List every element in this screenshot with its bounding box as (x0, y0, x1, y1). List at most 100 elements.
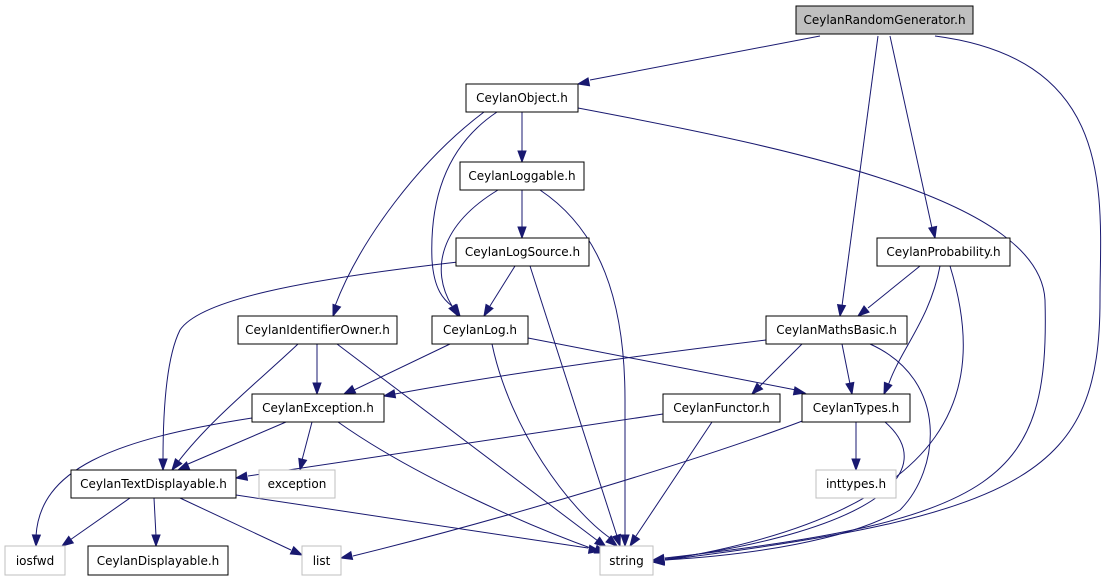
node-label: CeylanTextDisplayable.h (80, 477, 227, 491)
node-std-exception: exception (258, 469, 336, 499)
node-ceylan-log[interactable]: CeylanLog.h (431, 315, 529, 345)
node-label: CeylanTypes.h (813, 401, 899, 415)
edge-object-to-identifier-owner (332, 111, 485, 318)
node-label: CeylanFunctor.h (673, 401, 770, 415)
node-label: CeylanLoggable.h (468, 169, 575, 183)
edge-log-source-to-text-displayable (158, 261, 459, 472)
edge-line (153, 497, 157, 537)
node-ceylan-functor[interactable]: CeylanFunctor.h (662, 393, 781, 423)
node-label: CeylanObject.h (476, 91, 568, 105)
node-ceylan-log-source[interactable]: CeylanLogSource.h (455, 237, 590, 267)
edge-line (353, 343, 451, 391)
node-ceylan-displayable[interactable]: CeylanDisplayable.h (87, 545, 229, 576)
edge-line (334, 111, 485, 307)
edge-arrowhead (883, 381, 893, 396)
edge-functor-to-string (629, 421, 713, 548)
edge-exception-to-text-displayable (176, 421, 287, 471)
edge-arrowhead (792, 386, 807, 396)
edge-types-to-inttypes (851, 422, 861, 472)
dependency-edges (31, 35, 1102, 566)
edge-probability-to-types (883, 265, 941, 396)
edge-line (69, 497, 131, 541)
edge-line (431, 111, 498, 307)
edge-line (589, 35, 821, 81)
edge-loggable-to-string (539, 189, 630, 548)
edge-arrowhead (382, 389, 397, 399)
edge-probability-to-maths-basic (856, 265, 921, 317)
edge-functor-to-text-displayable (234, 413, 664, 481)
node-ceylan-object[interactable]: CeylanObject.h (465, 83, 579, 113)
edge-line (491, 343, 611, 539)
node-label: CeylanIdentifierOwner.h (245, 323, 390, 337)
edge-line (394, 339, 767, 395)
edge-line (889, 35, 933, 229)
node-label: iosfwd (16, 554, 54, 568)
edge-arrowhead (234, 471, 249, 481)
node-label: CeylanRandomGenerator.h (803, 13, 965, 27)
edge-arrowhead (289, 545, 304, 556)
edge-arrowhead (927, 225, 938, 240)
edge-line (247, 413, 664, 477)
node-inttypes: inttypes.h (815, 469, 897, 499)
edge-arrowhead (517, 150, 527, 164)
edge-maths-basic-to-exception (382, 339, 767, 399)
edge-text-displayable-to-string (235, 494, 602, 554)
edge-line (759, 343, 803, 387)
node-ceylan-identifier-owner[interactable]: CeylanIdentifierOwner.h (237, 315, 398, 345)
edge-arrowhead (31, 534, 42, 548)
edge-line (529, 265, 618, 537)
edge-line (841, 35, 879, 307)
edge-line (352, 419, 806, 557)
edge-random-generator-to-maths-basic (836, 35, 879, 318)
edge-log-source-to-string (529, 265, 621, 548)
edge-arrowhead (483, 303, 494, 318)
edge-line (336, 343, 599, 542)
edge-log-to-exception (342, 343, 451, 395)
edge-line (177, 343, 299, 463)
edge-arrowhead (332, 303, 342, 318)
edge-arrowhead (517, 226, 527, 240)
edge-loggable-to-log (440, 189, 499, 318)
node-ceylan-probability[interactable]: CeylanProbability.h (876, 237, 1011, 267)
edge-line (35, 417, 253, 537)
node-ceylan-loggable[interactable]: CeylanLoggable.h (459, 161, 585, 191)
edge-line (664, 343, 931, 561)
edge-line (841, 343, 851, 385)
edge-line (664, 265, 964, 561)
node-ceylan-random-generator[interactable]: CeylanRandomGenerator.h (795, 5, 974, 35)
edge-line (887, 265, 941, 387)
edge-arrowhead (576, 77, 591, 87)
node-label: string (609, 554, 643, 568)
edge-arrowhead (611, 533, 621, 548)
node-ceylan-text-displayable[interactable]: CeylanTextDisplayable.h (70, 469, 237, 499)
edge-arrowhead (651, 554, 666, 565)
edge-object-to-loggable (517, 112, 527, 164)
edge-line (577, 107, 1046, 559)
edge-arrowhead (298, 457, 308, 472)
node-ceylan-maths-basic[interactable]: CeylanMathsBasic.h (765, 315, 908, 345)
node-label: CeylanDisplayable.h (97, 554, 220, 568)
node-label: exception (268, 477, 327, 491)
edge-text-displayable-to-displayable (151, 497, 161, 548)
edge-log-to-types (527, 337, 807, 396)
edge-arrowhead (151, 534, 161, 548)
edge-arrowhead (629, 533, 641, 548)
node-ceylan-exception[interactable]: CeylanException.h (251, 393, 385, 423)
edge-arrowhead (60, 535, 75, 547)
node-ceylan-types[interactable]: CeylanTypes.h (801, 393, 911, 423)
edge-log-source-to-log (483, 265, 516, 318)
edge-arrowhead (856, 305, 870, 317)
edge-maths-basic-to-string (651, 343, 931, 566)
edge-maths-basic-to-functor (750, 343, 803, 396)
edge-line (539, 189, 626, 535)
dependency-nodes: CeylanRandomGenerator.h CeylanObject.h C… (4, 5, 1011, 576)
edge-arrowhead (851, 458, 861, 472)
edge-identifier-owner-to-exception (312, 344, 322, 396)
edge-arrowhead (587, 544, 602, 554)
edge-identifier-owner-to-text-displayable (171, 343, 299, 472)
edge-line (179, 497, 292, 551)
edge-line (187, 421, 287, 465)
edge-line (635, 421, 713, 537)
node-label: CeylanException.h (262, 401, 374, 415)
